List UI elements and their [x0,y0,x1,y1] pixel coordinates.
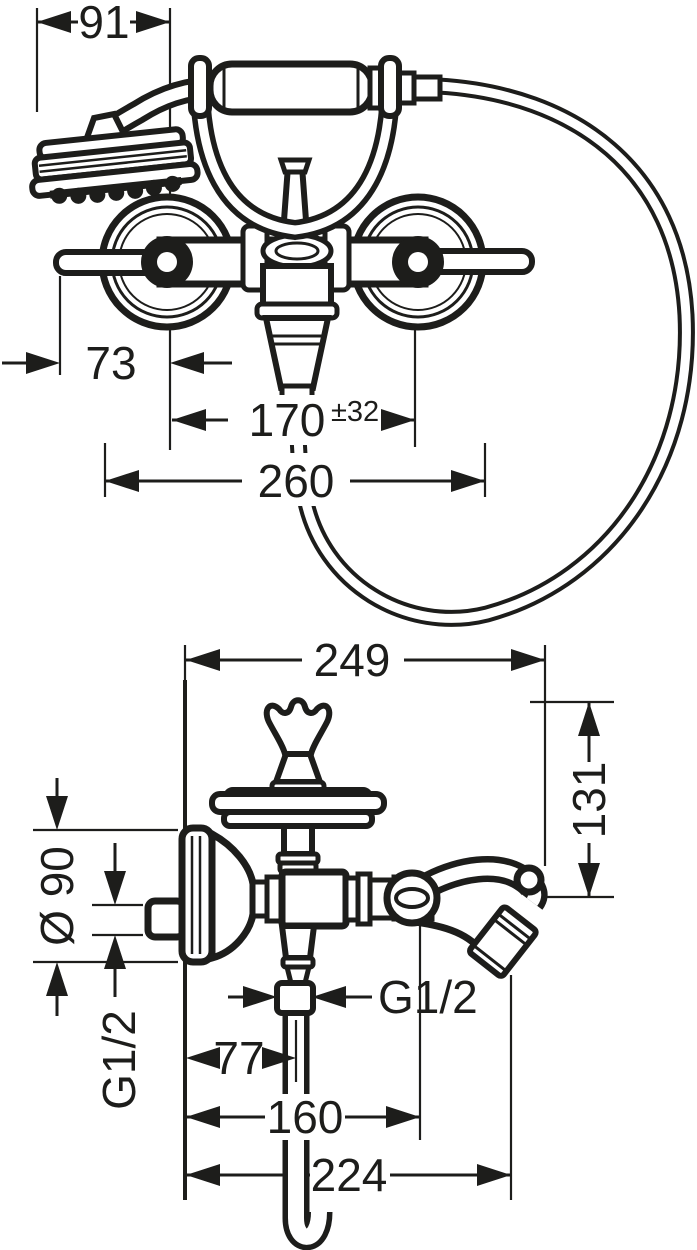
dim-label-160: 160 [267,1091,344,1143]
dim-label-131: 131 [563,762,615,839]
front-arrowheads [26,11,485,492]
side-view: 249 131 Ø 90 G1/2 G1/2 77 160 224 [31,634,615,1250]
wall-flange [144,824,286,966]
cross-handle-side [263,697,333,795]
side-arrowheads [46,649,600,1186]
dim-label-77: 77 [213,1032,264,1084]
mixer-body-side [274,856,548,1016]
handshower-head [29,126,201,204]
dim-label-249: 249 [314,634,391,686]
hose-connection-nut [274,980,316,1016]
spout-hook-ring [513,864,545,896]
cradle-fork-tip-right [378,55,402,119]
shower-hose [289,77,695,627]
dim-label-224: 224 [311,1149,388,1201]
left-valve-hub [141,236,193,288]
dim-label-diameter-90: Ø 90 [31,846,83,946]
hanging-hose [282,1013,333,1250]
handshower-cradle [189,71,401,241]
dim-label-170-tolerance: ±32 [331,396,379,428]
dim-label-91: 91 [78,0,129,48]
diverter-knob [383,869,441,927]
mixer-body-front [240,157,352,432]
dim-label-73: 73 [85,337,136,389]
dim-label-g12-hose: G1/2 [378,971,478,1023]
right-valve-hub [392,236,444,288]
front-view: 91 73 170 ±32 260 [2,0,695,627]
dim-label-g12-wall: G1/2 [93,1010,145,1110]
dim-label-260: 260 [258,455,335,507]
spout-outlet [467,904,539,979]
handshower-grip [206,60,443,116]
cradle-fork-tip-left [188,55,212,119]
escutcheon-disc-side [209,787,387,875]
dim-label-170: 170 [249,394,326,446]
